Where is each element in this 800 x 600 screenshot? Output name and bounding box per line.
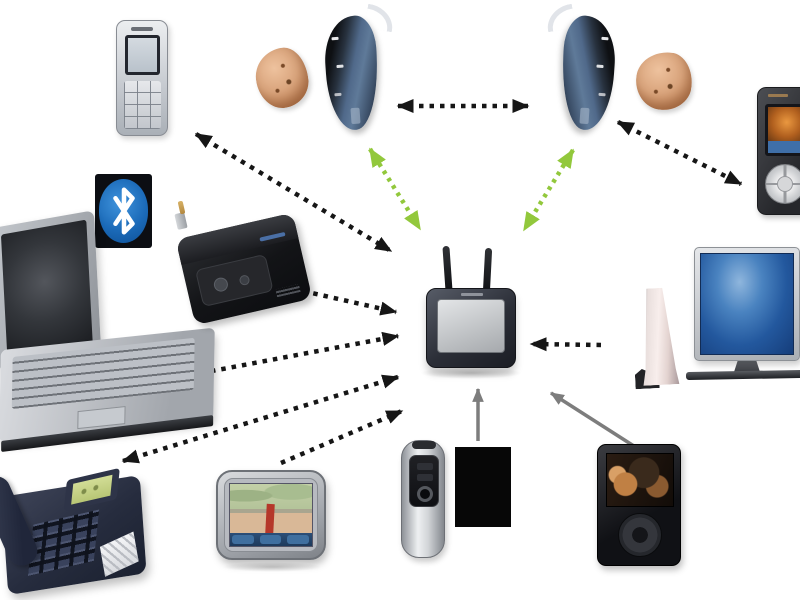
in-ear-hearing-aid-left-icon — [252, 44, 312, 112]
remote-dpad — [765, 164, 800, 204]
arrow-bluetooth-transmitter--wireless-streamer-hub — [302, 288, 398, 316]
portable-media-player-icon — [597, 444, 681, 566]
handheld-remote-icon — [401, 437, 447, 559]
mobile-phone-icon — [116, 20, 168, 136]
hearing-aid-markings — [601, 36, 609, 41]
bluetooth-logo-background — [95, 174, 152, 248]
map-route-road — [265, 503, 275, 534]
ear-mold — [252, 44, 312, 112]
gps-bezel — [224, 478, 318, 552]
laptop-keyboard — [11, 337, 195, 410]
hub-shadow — [420, 367, 522, 379]
arrow-bte-hearing-aid-right--wireless-streamer-hub — [522, 148, 575, 232]
wireless-streamer-hub-icon — [420, 245, 522, 379]
battery-door — [579, 107, 590, 125]
in-ear-hearing-aid-right-icon — [632, 48, 696, 114]
arrow-tv-audio-dock--wireless-streamer-hub — [529, 337, 602, 352]
gps-navigator-icon — [216, 470, 328, 572]
remote-screen-bezel — [765, 104, 800, 156]
audio-jack-plug — [174, 212, 188, 230]
tv-pedestal — [734, 360, 760, 372]
tv-stand-bar — [685, 369, 800, 381]
tv-screen — [700, 253, 794, 355]
telephone-keypad — [27, 509, 100, 576]
arrow-bte-hearing-aid-right--hearing-aid-remote — [616, 119, 743, 187]
handheld-remote-body — [401, 440, 445, 558]
telephone-display-housing — [63, 467, 120, 512]
bte-hearing-aid-left-icon — [318, 3, 398, 134]
desk-telephone-icon — [0, 458, 156, 596]
gps-map-screen — [229, 483, 313, 547]
bluetooth-logo-icon — [95, 174, 152, 248]
remote-brand-mark — [768, 94, 788, 97]
transmitter-face — [194, 253, 274, 308]
arrow-gps-navigator--wireless-streamer-hub — [280, 408, 404, 466]
gps-status-bar — [230, 533, 312, 546]
hearing-aid-body — [558, 14, 618, 132]
ear-mold — [632, 48, 696, 114]
remote-body — [757, 87, 800, 215]
arrow-mobile-phone--wireless-streamer-hub — [194, 132, 393, 253]
gps-body — [216, 470, 326, 560]
remote-screen-image — [768, 107, 800, 142]
phone-screen-bezel — [125, 35, 160, 75]
handheld-remote-panel — [409, 455, 439, 507]
arrow-media-player--wireless-streamer-hub — [550, 391, 638, 450]
gps-status-segment — [259, 535, 281, 544]
telephone-label-card — [99, 531, 139, 577]
phone-body — [116, 20, 168, 136]
media-player-screen — [606, 453, 674, 507]
remote-dpad-center — [777, 176, 793, 192]
remote-ring-button — [417, 486, 433, 502]
gps-status-segment — [287, 535, 309, 544]
media-player-body — [597, 444, 681, 566]
phone-keypad — [124, 81, 161, 129]
black-box-icon — [455, 447, 511, 527]
bluetooth-audio-transmitter-icon — [172, 200, 313, 326]
hub-screen — [437, 299, 505, 353]
phone-screen — [128, 38, 157, 72]
hearing-aid-body — [322, 14, 382, 132]
antenna-left — [442, 245, 453, 293]
hub-body — [426, 288, 516, 368]
bluetooth-rune-icon — [112, 187, 135, 235]
handheld-remote-cap — [412, 441, 436, 449]
telephone-display — [71, 474, 113, 505]
transmitter-body — [175, 212, 313, 326]
tv-frame — [694, 247, 800, 361]
gps-status-segment — [232, 535, 254, 544]
transmitter-button-small — [238, 274, 251, 287]
remote-slot — [417, 474, 433, 481]
transmitter-button — [212, 276, 230, 293]
battery-door — [350, 107, 361, 125]
gps-shadow — [222, 562, 322, 572]
click-wheel — [618, 513, 662, 557]
tv-audio-dock-icon — [628, 287, 689, 390]
hub-brand-mark — [461, 293, 483, 296]
hearing-aid-remote-control-icon — [757, 87, 800, 215]
remote-slot — [417, 463, 433, 470]
hearing-aid-markings — [331, 36, 339, 41]
arrow-bte-hearing-aid-left--wireless-streamer-hub — [368, 147, 422, 231]
phone-earpiece — [131, 27, 153, 31]
flat-screen-tv-icon — [685, 247, 800, 387]
bte-hearing-aid-right-icon — [542, 3, 622, 134]
remote-screen-strip — [768, 141, 800, 153]
transmitter-label — [275, 284, 301, 298]
transmitter-top — [175, 212, 299, 265]
